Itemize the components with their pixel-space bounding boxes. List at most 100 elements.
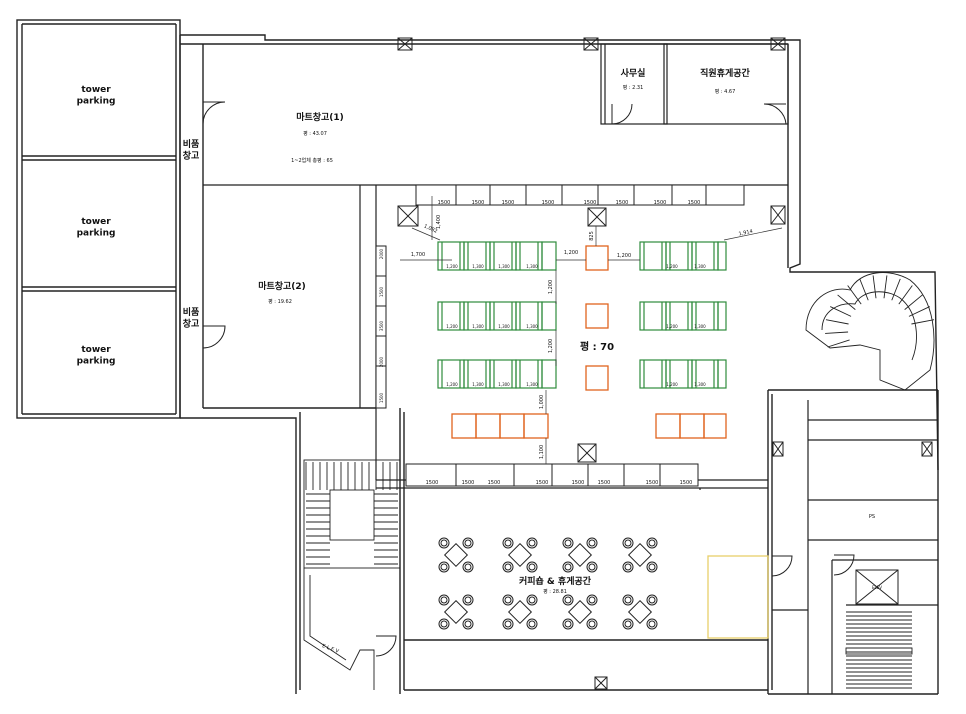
dim-1200a: 1,200	[564, 250, 578, 256]
dim-label: 1500	[438, 200, 451, 206]
dim-label: 2000	[379, 248, 384, 259]
cafe-area: 평 : 28.81	[543, 588, 567, 595]
cafe-title: 커피숍 & 휴게공간	[519, 575, 592, 587]
cafe-table	[502, 594, 538, 630]
dim-label: 2000	[379, 356, 384, 367]
dim-label: 1500	[584, 200, 597, 206]
shelf-box	[705, 184, 745, 206]
shelf-dim-label: 1,200	[666, 324, 678, 329]
vent-icon	[772, 441, 784, 457]
right-stairs	[805, 272, 935, 689]
vent-icon	[770, 37, 786, 51]
shelf-dim-label: 1,300	[472, 324, 484, 329]
bottom-shelf-row	[405, 463, 699, 487]
staff-lounge-label: 직원휴게공간	[700, 67, 750, 79]
dim-label: 1500	[598, 480, 611, 486]
shelf-dim-label: 1,200	[446, 382, 458, 387]
dim-label: 1500	[488, 480, 501, 486]
shelf-dim-label: 1,300	[498, 264, 510, 269]
shelf-dim-label: 1,300	[526, 382, 538, 387]
dim-label: 1500	[536, 480, 549, 486]
office-label: 사무실	[621, 67, 646, 79]
cafe-table	[622, 537, 658, 573]
yellow-zone	[707, 555, 769, 639]
dim-1100: 1,100	[539, 445, 545, 459]
staff-lounge-area: 평 : 4.67	[715, 88, 736, 95]
vent-icon	[397, 37, 413, 51]
cafe-table	[562, 594, 598, 630]
orange-displays	[451, 245, 727, 439]
main-area-label: 평 : 70	[580, 340, 614, 353]
mart2-title: 마트창고(2)	[258, 280, 306, 292]
dim-label: 1500	[379, 286, 384, 297]
cafe-table	[622, 594, 658, 630]
dim-label: 1500	[542, 200, 555, 206]
dim-label: 1500	[572, 480, 585, 486]
mart1-area: 평 : 43.07	[303, 130, 327, 137]
shelf-dim-label: 1,200	[446, 324, 458, 329]
dim-1200d: 1,200	[548, 339, 554, 353]
shelf-unit	[541, 241, 557, 271]
partitions	[203, 43, 938, 694]
cafe-table	[502, 537, 538, 573]
shelf-dim-label: 1,300	[694, 324, 706, 329]
left-shelf-column	[375, 245, 387, 409]
shelf-dim-label: 1,300	[526, 264, 538, 269]
shelf-unit	[717, 301, 727, 331]
dim-label: 1500	[646, 480, 659, 486]
dim-825: 825	[589, 231, 595, 241]
cafe-table	[438, 594, 474, 630]
vent-icon	[594, 676, 608, 690]
cafe-table	[438, 537, 474, 573]
mart1-note: 1~2업체 총평 : 65	[291, 157, 333, 164]
outer-walls	[16, 19, 939, 695]
vent-icon	[770, 205, 786, 225]
vent-icon	[587, 207, 607, 227]
shelf-dim-label: 1,300	[694, 382, 706, 387]
vent-icon	[855, 569, 899, 605]
shelf-unit	[541, 301, 557, 331]
shelf-dim-label: 1,300	[526, 324, 538, 329]
dim-label: 3500	[379, 320, 384, 331]
shelf-unit	[717, 359, 727, 389]
mart2-area: 평 : 19.62	[268, 298, 292, 305]
office-area: 평 : 2.31	[623, 84, 644, 91]
doors	[202, 101, 855, 657]
shelf-dim-label: 1,300	[498, 324, 510, 329]
shelf-box	[659, 463, 699, 487]
dim-1000: 1,000	[539, 395, 545, 409]
shelf-dim-label: 1,300	[472, 264, 484, 269]
shelf-box	[375, 365, 387, 409]
shelf-dim-label: 1,200	[446, 264, 458, 269]
dim-1200c: 1,200	[548, 280, 554, 294]
dim-label: 1500	[472, 200, 485, 206]
vent-icon	[577, 443, 597, 463]
cafe-tables	[438, 537, 658, 630]
vent-icon	[397, 205, 419, 227]
dim-1200b: 1,200	[617, 253, 631, 259]
dim-label: 1500	[654, 200, 667, 206]
dimension-lines	[400, 196, 783, 464]
shelf-dim-label: 1,300	[498, 382, 510, 387]
shelf-unit	[717, 241, 727, 271]
dim-label: 1500	[680, 480, 693, 486]
dim-label: 1500	[379, 392, 384, 403]
green-shelves	[437, 241, 727, 389]
dim-label: 1500	[502, 200, 515, 206]
dim-1700: 1,700	[411, 252, 425, 258]
left-stairs	[303, 459, 401, 690]
vent-boxes	[397, 37, 933, 690]
elev-label: E L E V	[321, 643, 340, 655]
shelf-dim-labels: 1500 1500 1500 1500 1500 1500 1500 1500 1500 1500…	[379, 200, 706, 486]
shelf-dim-label: 1,300	[472, 382, 484, 387]
dim-label: 1500	[688, 200, 701, 206]
dim-label: 1500	[616, 200, 629, 206]
vent-icon	[921, 441, 933, 457]
shelf-unit	[541, 359, 557, 389]
dim-1082: 1,082	[423, 223, 439, 234]
